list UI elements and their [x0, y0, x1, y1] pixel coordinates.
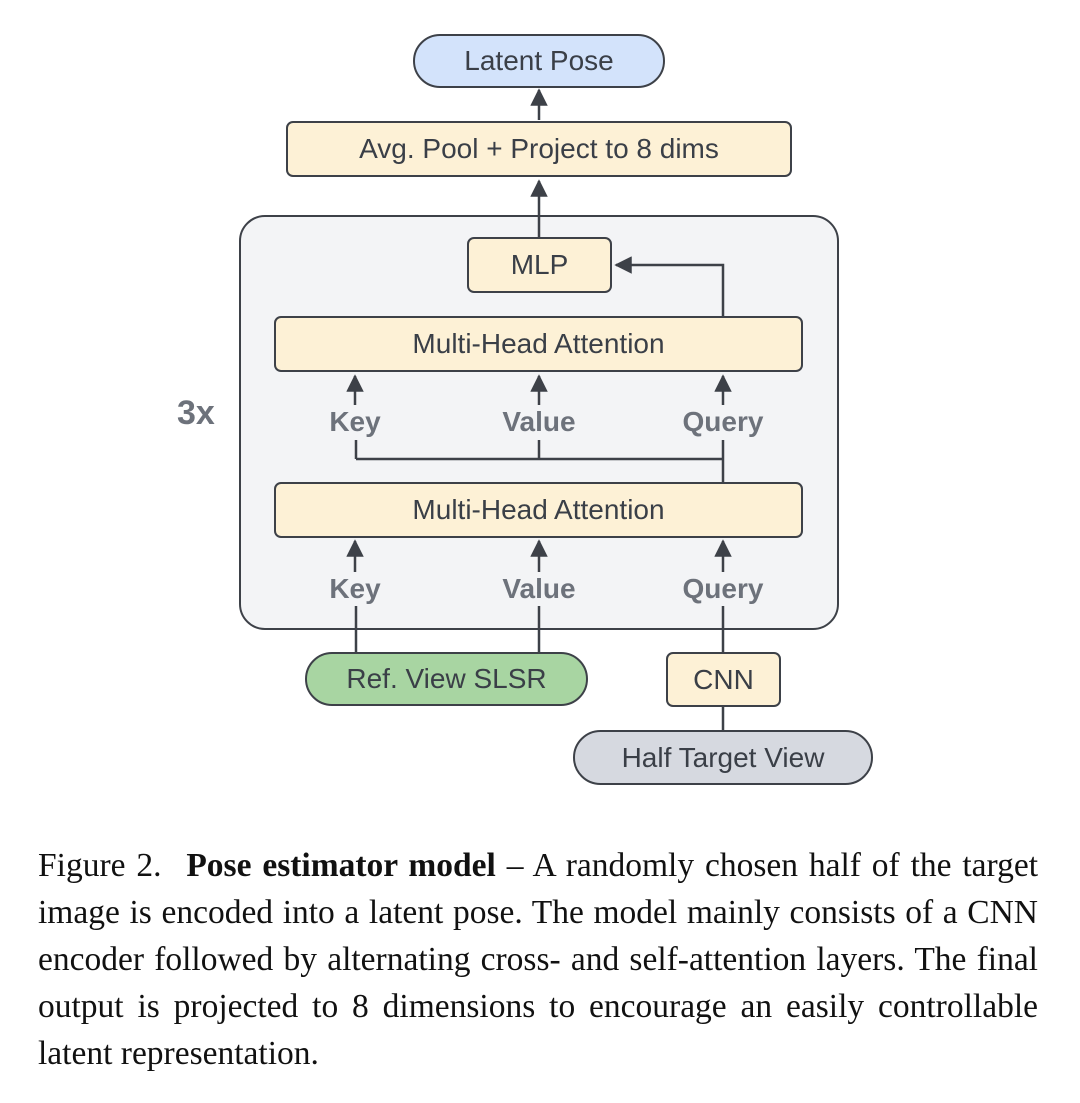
cnn-node: CNN	[666, 652, 781, 707]
bottom-value-label: Value	[502, 573, 576, 604]
ref-view-slsr-node: Ref. View SLSR	[305, 652, 588, 706]
top-key-label: Key	[329, 406, 381, 437]
top-value-label: Value	[502, 406, 576, 437]
avg-pool-node: Avg. Pool + Project to 8 dims	[286, 121, 792, 177]
caption-title: Pose estimator model	[186, 847, 496, 884]
half-target-view-node: Half Target View	[573, 730, 873, 785]
top-query-label: Query	[682, 406, 764, 437]
figure-caption: Figure 2. Pose estimator model – A rando…	[38, 842, 1038, 1077]
bottom-key-label: Key	[329, 573, 381, 604]
latent-pose-node: Latent Pose	[413, 34, 665, 88]
caption-figure-number: Figure 2.	[38, 847, 162, 884]
connector-lines	[346, 88, 732, 730]
pose-estimator-diagram: Latent Pose Avg. Pool + Project to 8 dim…	[177, 34, 873, 785]
repeat-count-label: 3x	[177, 394, 215, 432]
mlp-node: MLP	[467, 237, 612, 293]
caption-text: – A randomly chosen half of the target i…	[38, 847, 1039, 1072]
bottom-attention-node: Multi-Head Attention	[274, 482, 803, 538]
bottom-query-label: Query	[682, 573, 764, 604]
residual-arrow	[614, 256, 725, 316]
top-attention-node: Multi-Head Attention	[274, 316, 803, 372]
